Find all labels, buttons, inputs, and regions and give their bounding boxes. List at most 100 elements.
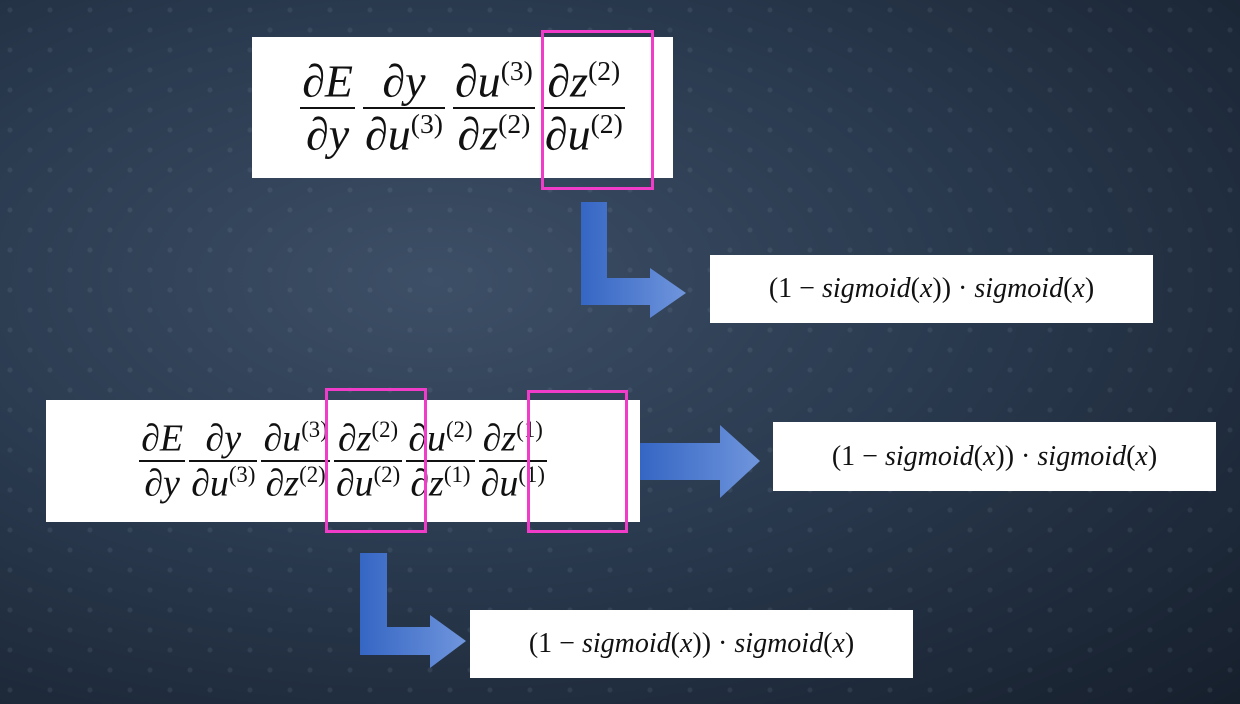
numerator-base: ∂y <box>205 417 242 460</box>
result-box-2: (1 − sigmoid(x)) · sigmoid(x) <box>773 422 1216 491</box>
numerator: ∂u(3) <box>453 54 535 107</box>
function-name: sigmoid <box>884 440 974 472</box>
denominator-superscript: (2) <box>590 107 623 139</box>
fraction: ∂z(2) ∂u(2) <box>542 54 625 160</box>
bent-arrow-icon-1 <box>581 202 686 318</box>
function-name: sigmoid <box>1037 440 1127 472</box>
denominator: ∂y <box>142 462 182 505</box>
numerator: ∂z(2) <box>545 54 622 107</box>
fraction-bar <box>300 106 356 109</box>
variable: x <box>1072 273 1085 304</box>
formula-part: ( <box>1063 273 1073 304</box>
highlight-box-bottom-1 <box>325 388 427 533</box>
function-name: sigmoid <box>734 628 824 659</box>
denominator: ∂u(2) <box>543 107 625 160</box>
result-box-3: (1 − sigmoid(x)) · sigmoid(x) <box>470 610 913 678</box>
denominator: ∂u(2) <box>334 462 402 505</box>
numerator-base: ∂u <box>408 417 446 460</box>
numerator-base: ∂E <box>302 54 354 106</box>
numerator: ∂E <box>300 54 355 107</box>
result-box-1: (1 − sigmoid(x)) · sigmoid(x) <box>710 255 1153 323</box>
numerator-base: ∂E <box>141 417 184 460</box>
fraction-bar <box>478 460 547 462</box>
fraction: ∂u(2) ∂z(1) <box>406 417 475 506</box>
denominator: ∂z(2) <box>264 462 328 505</box>
formula-part: )) · <box>692 628 735 659</box>
numerator: ∂y <box>203 417 243 460</box>
top-equation: ∂E ∂y ∂y ∂u(3) ∂u(3) ∂z(2) ∂z(2) ∂u(2) <box>252 37 673 178</box>
bottom-equation: ∂E ∂y ∂y ∂u(3) ∂u(3) ∂z(2) ∂z(2) ∂u(2) ∂… <box>46 400 640 522</box>
denominator-base: ∂u <box>365 107 411 159</box>
fraction-bar <box>452 106 535 109</box>
denominator-base: ∂z <box>457 107 499 159</box>
formula-part: (1 − <box>528 628 582 659</box>
denominator-base: ∂z <box>265 462 300 505</box>
fraction-bar <box>261 460 330 462</box>
formula-part: ( <box>973 440 983 472</box>
numerator: ∂z(2) <box>336 417 400 460</box>
highlight-box-top <box>541 30 654 190</box>
denominator-base: ∂u <box>544 107 591 159</box>
formula-part: ( <box>670 628 680 659</box>
highlight-box-bottom-2 <box>527 390 628 533</box>
formula-part: (1 − <box>831 440 885 472</box>
denominator: ∂y <box>304 108 351 160</box>
denominator: ∂u(3) <box>189 462 257 505</box>
variable: x <box>1135 440 1148 472</box>
formula-part: ) <box>844 628 855 659</box>
numerator: ∂y <box>380 54 427 107</box>
denominator-base: ∂u <box>480 462 519 505</box>
numerator-superscript: (3) <box>500 54 533 86</box>
variable: x <box>679 628 693 659</box>
function-name: sigmoid <box>581 628 671 659</box>
numerator-base: ∂u <box>454 54 501 106</box>
denominator-superscript: (3) <box>228 462 256 487</box>
formula-part: ) <box>1084 273 1095 304</box>
formula-part: ) <box>1147 440 1158 472</box>
variable: x <box>919 273 933 304</box>
denominator-superscript: (2) <box>299 462 326 487</box>
numerator-superscript: (2) <box>445 416 473 442</box>
denominator: ∂z(2) <box>456 107 533 160</box>
numerator: ∂u(3) <box>261 417 329 460</box>
numerator-base: ∂z <box>337 417 372 460</box>
denominator: ∂z(1) <box>408 462 472 505</box>
denominator-superscript: (3) <box>410 107 443 139</box>
numerator: ∂E <box>139 417 185 460</box>
numerator-base: ∂u <box>263 417 302 460</box>
function-name: sigmoid <box>821 273 911 304</box>
fraction-bar <box>406 460 475 462</box>
fraction-bar <box>363 106 445 109</box>
function-name: sigmoid <box>974 273 1064 304</box>
numerator-base: ∂y <box>382 54 426 106</box>
fraction-bar <box>189 460 258 462</box>
denominator: ∂u(1) <box>479 462 547 505</box>
fraction: ∂y ∂u(3) <box>363 54 445 160</box>
denominator: ∂u(3) <box>363 107 445 160</box>
denominator-base: ∂y <box>144 462 180 505</box>
right-arrow-icon <box>640 425 760 498</box>
numerator: ∂u(2) <box>406 417 474 460</box>
denominator-base: ∂u <box>335 462 374 505</box>
numerator-superscript: (3) <box>301 416 328 442</box>
denominator-superscript: (2) <box>373 462 401 487</box>
formula-part: ( <box>823 628 833 659</box>
fraction: ∂z(2) ∂u(2) <box>333 417 403 506</box>
fraction-bar <box>333 460 403 462</box>
formula-part: )) · <box>995 440 1038 472</box>
formula-text: (1 − sigmoid(x)) · sigmoid(x) <box>832 441 1157 473</box>
fraction: ∂E ∂y <box>139 417 186 506</box>
formula-text: (1 − sigmoid(x)) · sigmoid(x) <box>769 273 1094 305</box>
formula-text: (1 − sigmoid(x)) · sigmoid(x) <box>529 628 854 660</box>
denominator-superscript: (2) <box>498 107 531 139</box>
denominator-base: ∂z <box>410 462 444 505</box>
numerator-base: ∂z <box>482 417 517 460</box>
bent-arrow-icon-2 <box>360 553 466 668</box>
fraction: ∂y ∂u(3) <box>189 417 258 506</box>
denominator-base: ∂u <box>191 462 229 505</box>
formula-part: )) · <box>932 273 975 304</box>
numerator-superscript: (2) <box>371 416 399 442</box>
fraction: ∂E ∂y <box>300 54 356 160</box>
fraction: ∂u(3) ∂z(2) <box>452 54 535 160</box>
numerator-superscript: (2) <box>588 54 621 86</box>
